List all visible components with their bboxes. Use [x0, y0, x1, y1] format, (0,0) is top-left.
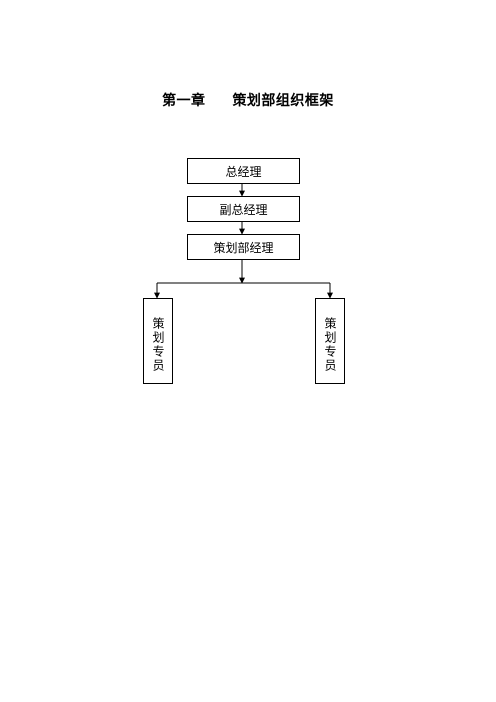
org-node-deputy-general-manager: 副总经理	[187, 196, 300, 222]
org-node-planning-manager: 策划部经理	[187, 234, 300, 260]
org-node-planning-staff-left-label: 策划专员	[151, 317, 165, 373]
chapter-title: 策划部组织框架	[232, 93, 334, 109]
org-node-planning-staff-left: 策划专员	[143, 298, 173, 384]
chapter-label: 第一章	[162, 93, 206, 109]
org-node-general-manager-label: 总经理	[225, 164, 262, 179]
org-node-planning-staff-right-label: 策划专员	[323, 317, 337, 373]
org-node-planning-manager-label: 策划部经理	[213, 240, 274, 255]
org-node-deputy-general-manager-label: 副总经理	[219, 202, 268, 217]
page-title: 第一章 策划部组织框架	[0, 90, 496, 110]
org-node-planning-staff-right: 策划专员	[315, 298, 345, 384]
org-node-general-manager: 总经理	[187, 158, 300, 184]
